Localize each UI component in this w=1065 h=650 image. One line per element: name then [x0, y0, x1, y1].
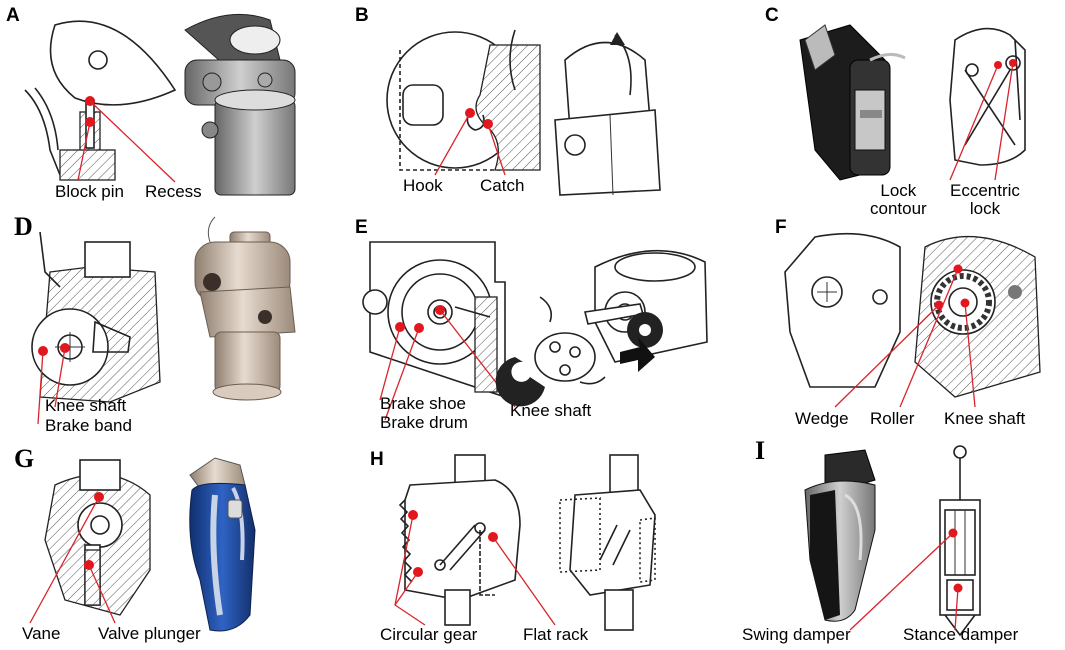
- label-knee-shaft-e: Knee shaft: [510, 401, 592, 420]
- label-brake-band: Brake band: [45, 416, 132, 435]
- panel-d: D Knee shaft Brake band: [0, 212, 355, 440]
- panel-b: B Hook Catch: [355, 0, 710, 210]
- panel-f: F Wedge Roller Knee shaft: [715, 212, 1065, 440]
- label-swing-damper: Swing damper: [742, 625, 851, 644]
- knee-photo-i: [804, 449, 876, 622]
- panel-i-drawing: [804, 445, 981, 637]
- exploded-view-e: [495, 249, 708, 407]
- label-wedge: Wedge: [795, 409, 849, 428]
- panel-c: C Lock contour Eccentric lock: [710, 0, 1065, 225]
- rack-3d-h: [559, 454, 656, 631]
- panel-g-drawing: [29, 457, 256, 632]
- knee-photo-g: [189, 457, 256, 632]
- panel-i: I Swing damper Stance damper: [715, 436, 1065, 650]
- label-block-pin: Block pin: [55, 182, 124, 201]
- panel-h: H Circular gear Flat rack: [355, 440, 715, 650]
- panel-label-e: E: [355, 217, 368, 238]
- label-flat-rack: Flat rack: [523, 625, 589, 644]
- label-vane: Vane: [22, 624, 61, 643]
- panel-label-c: C: [765, 5, 779, 26]
- knee-sketch-b: [554, 32, 661, 196]
- panel-h-drawing: [394, 454, 656, 631]
- panel-b-drawing: [386, 29, 661, 196]
- panel-f-drawing: [784, 232, 1041, 408]
- panel-label-d: D: [14, 212, 33, 241]
- panel-label-f: F: [775, 217, 787, 238]
- label-lock-contour: Lock contour: [870, 181, 927, 218]
- panel-a-drawing: [24, 13, 296, 196]
- label-recess: Recess: [145, 182, 202, 201]
- panel-a: A Block pin Recess: [0, 0, 355, 210]
- label-valve-plunger: Valve plunger: [98, 624, 201, 643]
- label-stance-damper: Stance damper: [903, 625, 1019, 644]
- knee-photo-c: [799, 24, 906, 181]
- label-knee-shaft: Knee shaft: [45, 396, 127, 415]
- label-roller: Roller: [870, 409, 915, 428]
- label-knee-shaft-f: Knee shaft: [944, 409, 1026, 428]
- panel-d-drawing: [31, 216, 296, 425]
- label-brake-drum: Brake drum: [380, 413, 468, 432]
- panel-label-g: G: [14, 444, 35, 473]
- panel-c-drawing: [799, 24, 1026, 181]
- label-eccentric-lock: Eccentric lock: [950, 181, 1020, 218]
- panel-g: G Vane Valve plunger: [0, 440, 355, 650]
- knee-render-a: [184, 13, 296, 196]
- label-catch: Catch: [480, 176, 525, 195]
- panel-label-i: I: [755, 436, 766, 465]
- panel-label-h: H: [370, 449, 384, 470]
- panel-label-b: B: [355, 5, 369, 26]
- panel-label-a: A: [6, 5, 20, 26]
- panel-e: E Brake shoe B: [355, 212, 715, 440]
- label-circular-gear: Circular gear: [380, 625, 478, 644]
- label-hook: Hook: [403, 176, 443, 195]
- panel-e-drawing: [362, 241, 708, 421]
- knee-photo-d: [194, 216, 296, 401]
- label-brake-shoe: Brake shoe: [380, 394, 466, 413]
